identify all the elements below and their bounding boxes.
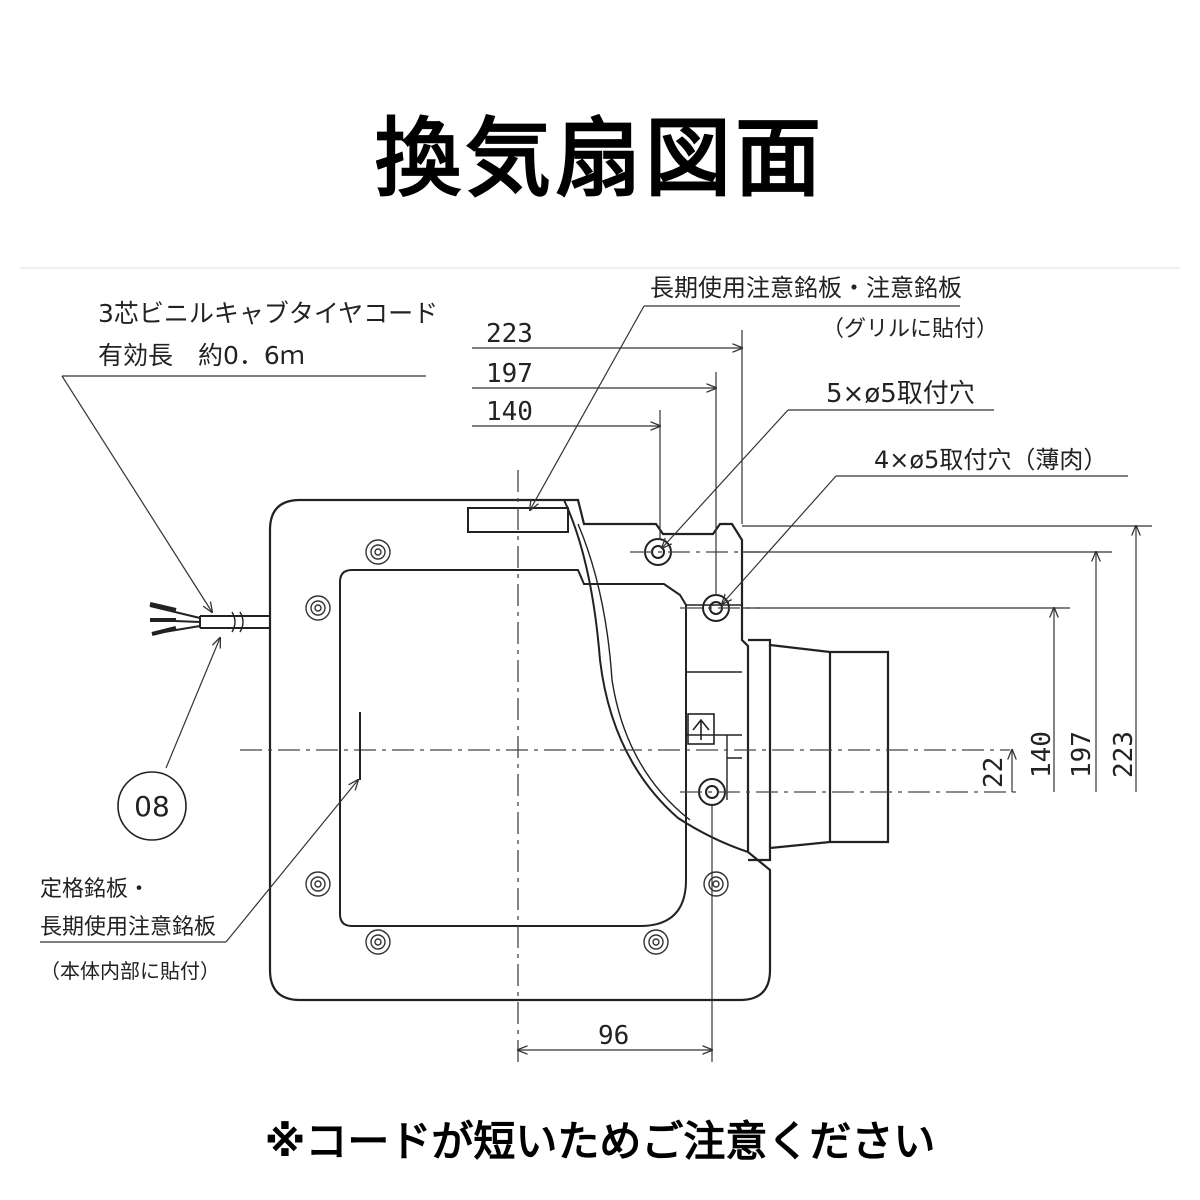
dim-bottom-96: 96 [598,1021,629,1051]
holes-5-label: 5×ø5取付穴 [826,379,975,409]
power-cord [149,602,270,636]
rating-plate-label-line1: 定格銘板・ [40,877,150,902]
bottom-dimension [518,806,712,1062]
part-number: 08 [134,790,170,823]
mounting-holes [305,539,729,955]
dim-top-223: 223 [486,319,533,349]
cord-label-line2: 有効長 約0．6ｍ [98,341,305,370]
top-dimensions [472,330,742,596]
rating-plate-label-line3: （本体内部に貼付） [40,959,220,983]
leader-lines [40,305,1128,943]
part-number-circle [117,771,187,841]
cord-label-line1: 3芯ビニルキャブタイヤコード [98,299,438,328]
dim-right-223: 223 [1109,731,1139,778]
direction-symbol [687,713,715,745]
dim-right-197: 197 [1067,731,1097,778]
dim-top-197: 197 [486,359,533,389]
holes-4-label: 4×ø5取付穴（薄肉） [874,446,1107,474]
right-dimensions [742,526,1152,792]
top-plate-label-line2: （グリルに貼付） [822,317,998,342]
fan-body [268,498,772,1002]
rating-plate-label-line2: 長期使用注意銘板 [40,915,216,940]
page-title: 換気扇図面 [375,109,825,209]
duct-adapter [748,638,890,862]
dim-top-140: 140 [486,397,533,427]
dim-right-140: 140 [1027,731,1057,778]
dim-right-22: 22 [979,757,1009,788]
footer-note: ※コードが短いためご注意ください [264,1117,936,1166]
center-lines [240,470,1020,1065]
top-plate-label-line1: 長期使用注意銘板・注意銘板 [650,274,962,302]
